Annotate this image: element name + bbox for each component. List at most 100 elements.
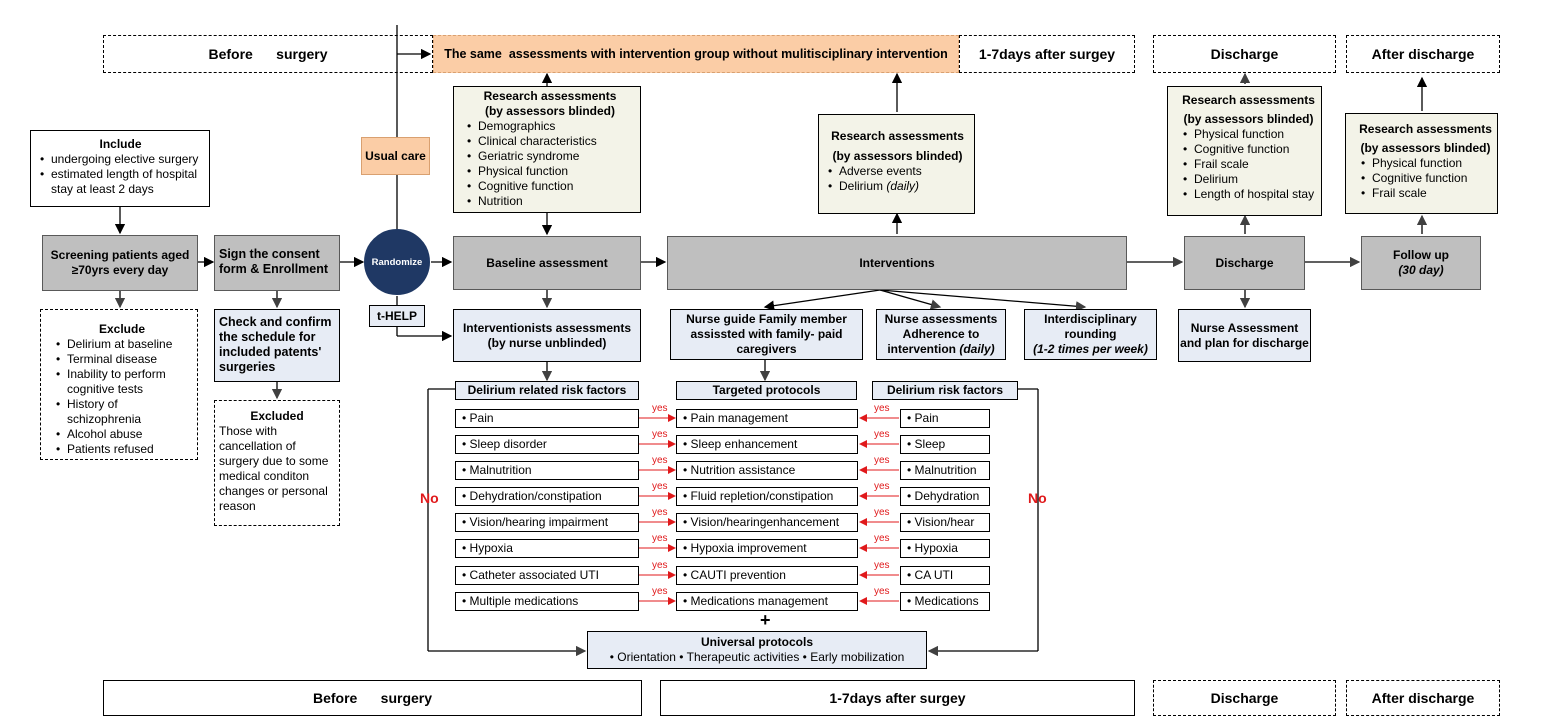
risk-factor-row: • Pain xyxy=(455,409,639,428)
include-item: undergoing elective surgery xyxy=(40,152,204,167)
research-item-italic: (daily) xyxy=(886,179,920,193)
interdisciplinary-title: Interdisciplinary rounding xyxy=(1044,312,1137,341)
yes-label: yes xyxy=(652,586,668,597)
header-same-assessments: The same assessments with intervention g… xyxy=(433,35,959,73)
research-item: Physical function xyxy=(467,164,636,179)
footer-after-discharge: After discharge xyxy=(1346,680,1500,716)
research-item: Demographics xyxy=(467,119,636,134)
yes-label: yes xyxy=(652,560,668,571)
risk-factor-row: • Catheter associated UTI xyxy=(455,566,639,585)
research-title: Research assessments xyxy=(1359,122,1492,136)
randomize-label: Randomize xyxy=(371,256,423,268)
footer-discharge-label: Discharge xyxy=(1210,689,1279,706)
yes-label: yes xyxy=(652,455,668,466)
footer-before-surgery: Before surgery xyxy=(103,680,642,716)
nurse-discharge-label: Nurse Assessment and plan for discharge xyxy=(1180,320,1309,350)
protocol-row: • CAUTI prevention xyxy=(676,566,858,585)
consent-box: Sign the consent form & Enrollment xyxy=(214,235,340,291)
thelp-label: t-HELP xyxy=(377,308,417,323)
nurse-discharge-box: Nurse Assessment and plan for discharge xyxy=(1178,309,1311,362)
risk-factor-row: • Malnutrition xyxy=(455,461,639,480)
research-subtitle: (by assessors blinded) xyxy=(832,149,963,163)
risk-factor-row: • Dehydration/constipation xyxy=(455,487,639,506)
protocol-row: • Medications management xyxy=(676,592,858,611)
randomize-node: Randomize xyxy=(364,229,430,295)
protocol-row: • Nutrition assistance xyxy=(676,461,858,480)
yes-label: yes xyxy=(652,429,668,440)
screening-box: Screening patients aged ≥70yrs every day xyxy=(42,235,198,291)
usual-care-box: Usual care xyxy=(361,137,430,175)
yes-label: yes xyxy=(874,481,890,492)
research-item: Cognitive function xyxy=(467,179,636,194)
yes-label: yes xyxy=(874,586,890,597)
header-before-label: Before surgery xyxy=(208,45,328,62)
delirium-related-header: Delirium related risk factors xyxy=(455,381,639,400)
thelp-box: t-HELP xyxy=(369,305,425,327)
targeted-protocols-header: Targeted protocols xyxy=(676,381,857,400)
header-post-op: 1-7days after surgey xyxy=(959,35,1135,73)
header-same-assessments-label: The same assessments with intervention g… xyxy=(444,46,948,61)
research-subtitle: (by assessors blinded) xyxy=(1183,112,1314,126)
research-item: Frail scale xyxy=(1183,157,1317,172)
plus-sign: + xyxy=(760,610,771,630)
interdisciplinary-box: Interdisciplinary rounding (1-2 times pe… xyxy=(1024,309,1157,360)
discharge-box: Discharge xyxy=(1184,236,1305,290)
risk-row: • Vision/hear xyxy=(900,513,990,532)
header-post-op-label: 1-7days after surgey xyxy=(978,45,1116,62)
excluded-title: Excluded xyxy=(250,409,304,423)
delirium-risk-header: Delirium risk factors xyxy=(872,381,1018,400)
protocol-row: • Vision/hearingenhancement xyxy=(676,513,858,532)
followup-title: Follow up xyxy=(1393,248,1449,262)
footer-before-label: Before surgery xyxy=(312,689,433,706)
nurse-guide-box: Nurse guide Family member assissted with… xyxy=(670,309,863,360)
footer-post-op-label: 1-7days after surgey xyxy=(829,689,966,706)
research-item: Delirium xyxy=(1183,172,1317,187)
nurse-assessments-box: Nurse assessments Adherence to intervent… xyxy=(876,309,1006,360)
consent-label: Sign the consent form & Enrollment xyxy=(219,247,329,276)
exclude-box: Exclude Delirium at baseline Terminal di… xyxy=(40,309,198,460)
research-item: Physical function xyxy=(1183,127,1317,142)
yes-label: yes xyxy=(652,403,668,414)
interventions-box: Interventions xyxy=(667,236,1127,290)
research-item: Frail scale xyxy=(1361,186,1493,201)
risk-factor-row: • Hypoxia xyxy=(455,539,639,558)
discharge-label: Discharge xyxy=(1215,255,1274,270)
followup-sub: (30 day) xyxy=(1398,263,1444,277)
protocol-row: • Sleep enhancement xyxy=(676,435,858,454)
baseline-label: Baseline assessment xyxy=(486,255,608,270)
include-list: undergoing elective surgery estimated le… xyxy=(37,152,204,197)
research-subtitle: (by assessors blinded) xyxy=(484,104,616,118)
risk-row: • Hypoxia xyxy=(900,539,990,558)
research-item: Cognitive function xyxy=(1361,171,1493,186)
research-item: Nutrition xyxy=(467,194,636,209)
research-item: Delirium (daily) xyxy=(828,179,970,194)
research-title: Research assessments xyxy=(483,89,617,103)
protocol-row: • Hypoxia improvement xyxy=(676,539,858,558)
exclude-title: Exclude xyxy=(98,322,146,336)
interventions-label: Interventions xyxy=(859,255,935,270)
risk-factor-row: • Sleep disorder xyxy=(455,435,639,454)
risk-row: • Medications xyxy=(900,592,990,611)
usual-care-label: Usual care xyxy=(365,148,426,163)
universal-protocols-items: • Orientation • Therapeutic activities •… xyxy=(609,650,905,664)
targeted-protocols-header-label: Targeted protocols xyxy=(712,383,821,397)
universal-protocols-box: Universal protocols • Orientation • Ther… xyxy=(587,631,927,669)
research-item: Geriatric syndrome xyxy=(467,149,636,164)
exclude-item: Delirium at baseline xyxy=(56,337,191,352)
research-assessments-followup: Research assessments (by assessors blind… xyxy=(1345,113,1498,214)
risk-factor-row: • Multiple medications xyxy=(455,592,639,611)
research-assessments-discharge: Research assessments (by assessors blind… xyxy=(1167,86,1322,216)
interventionists-box: Interventionists assessments (by nurse u… xyxy=(453,309,641,362)
universal-protocols-title: Universal protocols xyxy=(700,635,814,649)
yes-label: yes xyxy=(874,507,890,518)
check-schedule-label: Check and confirm the schedule for inclu… xyxy=(219,315,332,374)
footer-discharge: Discharge xyxy=(1153,680,1336,716)
risk-row: • Sleep xyxy=(900,435,990,454)
research-title: Research assessments xyxy=(1182,93,1315,107)
exclude-item: History of schizophrenia xyxy=(56,397,191,427)
yes-label: yes xyxy=(874,533,890,544)
interdisciplinary-sub: (1-2 times per week) xyxy=(1033,342,1148,356)
yes-label: yes xyxy=(652,533,668,544)
yes-label: yes xyxy=(652,507,668,518)
research-assessments-postop: Research assessments (by assessors blind… xyxy=(818,114,975,214)
